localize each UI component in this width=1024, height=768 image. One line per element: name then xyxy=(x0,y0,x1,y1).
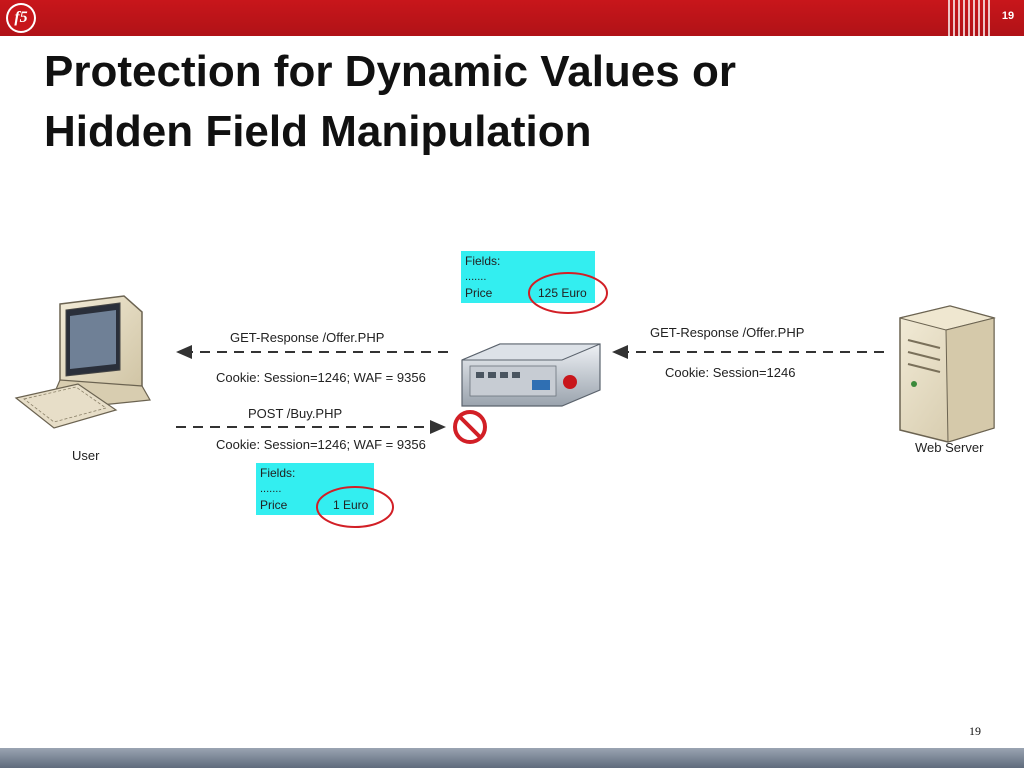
highlight-circle-tampered xyxy=(316,486,394,528)
title-line-1: Protection for Dynamic Values or xyxy=(44,47,736,96)
header-bar: f5 19 xyxy=(0,0,1024,36)
highlight-circle-original xyxy=(528,272,608,314)
waf-appliance-icon xyxy=(461,343,601,407)
fields-box-tampered-value: 1 Euro xyxy=(333,498,369,512)
fields-box-original: Fields: ....... Price 125 Euro xyxy=(461,251,608,314)
fields-box-tampered-dots: ....... xyxy=(260,483,281,495)
response-right-label: GET-Response /Offer.PHP xyxy=(650,325,804,340)
request-left-label: POST /Buy.PHP xyxy=(248,406,342,421)
blocked-icon xyxy=(453,410,487,444)
request-left-cookie: Cookie: Session=1246; WAF = 9356 xyxy=(216,437,426,452)
request-arrow-left xyxy=(176,420,446,434)
header-stripes xyxy=(948,0,992,36)
response-left-cookie: Cookie: Session=1246; WAF = 9356 xyxy=(216,370,426,385)
f5-logo: f5 xyxy=(6,3,36,33)
fields-box-tampered-header: Fields: xyxy=(260,466,295,480)
logo-text: f5 xyxy=(8,5,34,31)
fields-box-original-value: 125 Euro xyxy=(538,286,587,300)
web-server-icon xyxy=(899,305,996,443)
response-right-cookie: Cookie: Session=1246 xyxy=(665,365,795,380)
web-server-label: Web Server xyxy=(915,440,984,455)
footer-bar xyxy=(0,748,1024,768)
slide-number: 19 xyxy=(969,724,981,738)
fields-box-tampered: Fields: ....... Price 1 Euro xyxy=(256,463,394,528)
fields-box-original-key: Price xyxy=(465,286,493,300)
fields-box-original-dots: ....... xyxy=(465,271,486,283)
response-left-label: GET-Response /Offer.PHP xyxy=(230,330,384,345)
slide-title: Protection for Dynamic Values or Hidden … xyxy=(44,42,944,162)
user-computer-icon xyxy=(14,295,151,429)
response-arrow-right xyxy=(612,345,884,359)
user-label: User xyxy=(72,448,100,463)
fields-box-tampered-key: Price xyxy=(260,498,288,512)
fields-box-original-header: Fields: xyxy=(465,254,500,268)
title-line-2: Hidden Field Manipulation xyxy=(44,107,592,156)
response-arrow-left xyxy=(176,345,448,359)
header-slide-number: 19 xyxy=(1001,10,1015,22)
